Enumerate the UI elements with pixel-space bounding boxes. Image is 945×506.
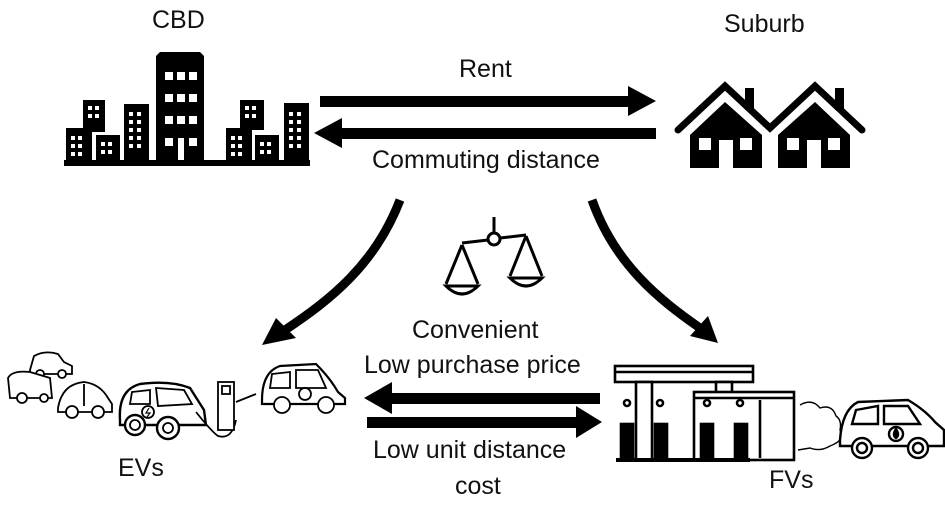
low-unit-distance-cost-label-2: cost (455, 472, 501, 500)
evs-label: EVs (118, 454, 164, 482)
city-buildings-icon (64, 52, 310, 166)
cbd-to-evs-arrow (282, 198, 405, 334)
low-purchase-price-label: Low purchase price (364, 351, 581, 379)
commuting-distance-arrow (314, 118, 656, 148)
houses-icon (674, 81, 866, 168)
electric-cars-icon (7, 351, 347, 441)
evs-to-fvs-arrow (367, 406, 602, 438)
commuting-distance-label: Commuting distance (372, 146, 600, 174)
fuel-car-icon (838, 398, 945, 460)
exhaust-smoke (797, 401, 843, 451)
convenient-label: Convenient (412, 316, 539, 344)
building-windows (71, 72, 301, 160)
balance-scale-icon (442, 217, 546, 296)
cbd-label: CBD (152, 6, 205, 34)
rent-arrow (320, 86, 656, 116)
cbd-to-fvs-arrowhead (690, 316, 718, 343)
low-unit-distance-cost-label-1: Low unit distance (373, 436, 567, 464)
cbd-to-evs-arrowhead (262, 318, 296, 345)
cbd-to-fvs-arrow (587, 198, 703, 332)
fvs-to-evs-arrow (364, 382, 600, 414)
fvs-label: FVs (769, 466, 814, 494)
gas-station-icon (613, 364, 796, 462)
suburb-label: Suburb (724, 10, 805, 38)
rent-label: Rent (459, 55, 512, 83)
